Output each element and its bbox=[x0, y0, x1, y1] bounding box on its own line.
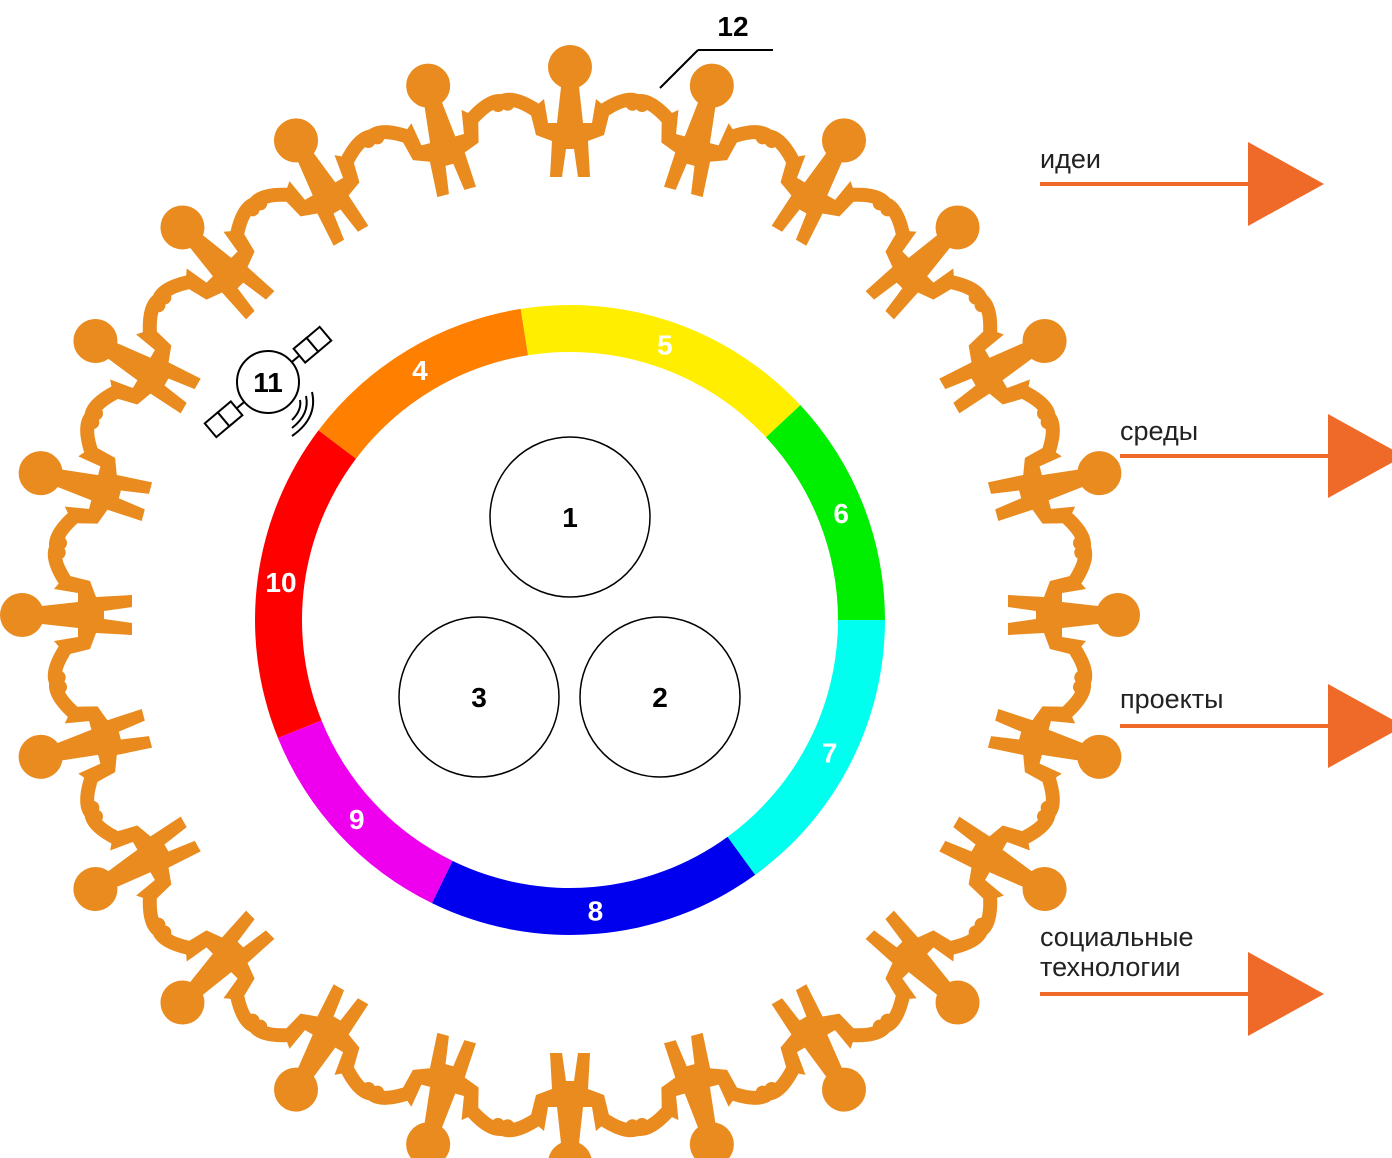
person-icon bbox=[245, 984, 385, 1112]
inner-circles: 1 2 3 bbox=[398, 436, 741, 778]
person-icon bbox=[491, 45, 649, 177]
ring-segment bbox=[254, 430, 356, 739]
arrow-head-icon bbox=[1248, 142, 1324, 226]
ring-segment bbox=[431, 836, 756, 935]
person-icon bbox=[755, 118, 895, 246]
person-icon bbox=[0, 536, 132, 694]
people-ring-callout bbox=[659, 49, 773, 89]
ring-segment bbox=[727, 620, 885, 875]
person-icon bbox=[18, 406, 153, 560]
ring-segment-label: 9 bbox=[349, 804, 365, 835]
ring-segment-label: 8 bbox=[588, 895, 604, 926]
output-label: идеи bbox=[1040, 144, 1101, 174]
output-arrow: проекты bbox=[1120, 684, 1392, 768]
inner-circle bbox=[579, 616, 741, 778]
inner-circle-label: 3 bbox=[471, 682, 487, 713]
ring-segment-label: 7 bbox=[822, 737, 838, 768]
output-label: технологии bbox=[1040, 952, 1180, 982]
person-icon bbox=[939, 290, 1067, 430]
ring-segment-label: 6 bbox=[833, 498, 849, 529]
person-icon bbox=[1008, 536, 1140, 694]
ring-segment-label: 4 bbox=[412, 355, 428, 386]
ring-segment-label: 10 bbox=[265, 567, 296, 598]
person-icon bbox=[73, 290, 201, 430]
arrow-head-icon bbox=[1328, 684, 1392, 768]
inner-circle-label: 1 bbox=[562, 502, 578, 533]
person-icon bbox=[755, 984, 895, 1112]
ring-segment bbox=[277, 720, 453, 904]
arrow-head-icon bbox=[1328, 414, 1392, 498]
people-ring bbox=[0, 45, 1140, 1158]
ring-segment-label: 5 bbox=[657, 329, 673, 360]
color-ring: 4 5 6 7 8 9 10 bbox=[254, 305, 885, 935]
person-icon bbox=[987, 406, 1122, 560]
person-icon bbox=[245, 118, 385, 246]
person-icon bbox=[73, 800, 201, 940]
inner-circle-label: 2 bbox=[652, 682, 668, 713]
people-ring-label: 12 bbox=[717, 11, 748, 42]
output-label: среды bbox=[1120, 416, 1198, 446]
output-label: социальные bbox=[1040, 922, 1194, 952]
person-icon bbox=[361, 63, 515, 198]
inner-circle bbox=[398, 616, 560, 778]
person-icon bbox=[625, 63, 779, 198]
satellite-icon bbox=[203, 325, 333, 439]
ring-segment bbox=[318, 308, 529, 459]
output-arrow: среды bbox=[1120, 414, 1392, 498]
satellite-label: 11 bbox=[253, 367, 283, 398]
output-label: проекты bbox=[1120, 684, 1224, 714]
person-icon bbox=[18, 670, 153, 824]
arrow-head-icon bbox=[1248, 952, 1324, 1036]
inner-circle bbox=[489, 436, 651, 598]
person-icon bbox=[987, 670, 1122, 824]
output-arrow: идеи bbox=[1040, 142, 1324, 226]
ring-segment bbox=[766, 405, 885, 620]
person-icon bbox=[491, 1053, 649, 1158]
ring-segment bbox=[520, 305, 801, 438]
person-icon bbox=[361, 1032, 515, 1158]
